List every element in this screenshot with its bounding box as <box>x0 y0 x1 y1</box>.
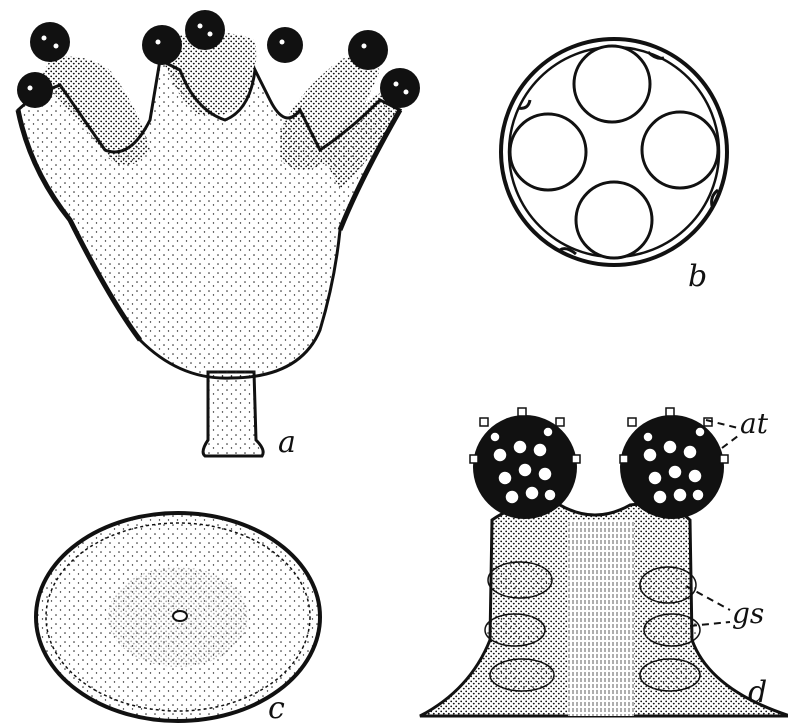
gastric-pouch <box>642 112 718 188</box>
gonad-swelling <box>490 659 554 691</box>
annotation-at: at <box>740 410 768 438</box>
capitate-head-left <box>470 408 580 519</box>
panel-label-b: b <box>688 262 707 292</box>
gonad-swelling <box>485 614 545 646</box>
gonad-swelling <box>640 659 700 691</box>
arm-tip <box>17 72 53 108</box>
central-opening <box>173 611 187 621</box>
panel-c-disc <box>36 513 320 721</box>
gastric-pouch <box>576 182 652 258</box>
arm-tip <box>30 22 70 62</box>
panel-d-arm-detail <box>420 408 788 716</box>
gastric-pouch <box>574 46 650 122</box>
panel-label-d: d <box>748 678 767 708</box>
capitate-head-right <box>620 408 728 519</box>
polyp-stalk <box>203 372 263 456</box>
arm-tip <box>185 10 225 50</box>
arm-tip <box>380 68 420 108</box>
annotation-gs: gs <box>732 600 764 628</box>
gonad-swelling <box>488 562 552 598</box>
gonad-swelling <box>640 567 696 603</box>
panel-a-polyp <box>17 10 420 456</box>
arm-tip <box>348 30 388 70</box>
arm-tip <box>142 25 182 65</box>
panel-label-c: c <box>268 694 285 724</box>
gastric-pouch <box>510 114 586 190</box>
arm-tip <box>267 27 303 63</box>
gonad-swelling <box>644 614 700 646</box>
panel-b-cross-section <box>501 39 727 265</box>
panel-label-a: a <box>278 428 296 458</box>
